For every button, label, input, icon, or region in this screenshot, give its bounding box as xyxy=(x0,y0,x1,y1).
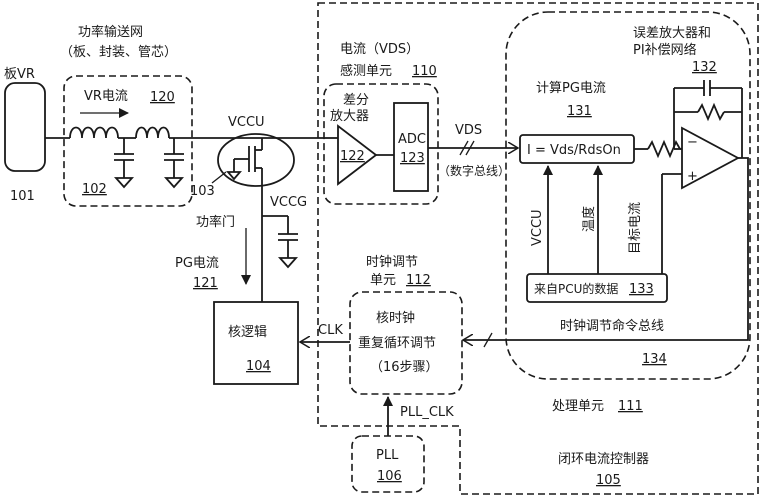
vds-label: VDS xyxy=(455,123,482,138)
pdn-number: 102 xyxy=(82,182,107,197)
inductor-icon xyxy=(69,126,119,139)
plus-sign: + xyxy=(687,169,698,184)
power-gate-label: 功率门 xyxy=(196,214,235,230)
power-gate-circle xyxy=(217,133,295,187)
diff-amp-label-line1: 差分 xyxy=(343,93,369,108)
resistor-icon xyxy=(647,139,681,159)
core-logic-block xyxy=(213,301,299,385)
board-vr-box xyxy=(4,82,46,172)
core-clock-line3: （16步骤） xyxy=(370,360,439,375)
pll-number: 106 xyxy=(377,469,402,484)
processing-unit-number: 111 xyxy=(618,399,643,414)
pdn-dashed-box xyxy=(63,75,193,207)
minus-sign: − xyxy=(687,135,698,150)
decoupling-capacitor-icon xyxy=(163,138,185,189)
temperature-label: 温度 xyxy=(581,206,597,232)
pcu-data-block xyxy=(526,273,668,303)
clock-command-bus xyxy=(463,157,749,340)
diff-amplifier-icon xyxy=(337,124,378,186)
clock-unit-title-line1: 时钟调节 xyxy=(366,254,418,270)
error-amp-number: 132 xyxy=(692,60,717,75)
vr-current-label: VR电流 xyxy=(84,89,128,104)
error-amp-title-line1: 误差放大器和 xyxy=(633,26,711,41)
clock-command-bus-number: 134 xyxy=(642,352,667,367)
vccu-vertical-label: VCCU xyxy=(530,209,545,246)
decoupling-capacitor-icon xyxy=(262,215,299,269)
decoupling-capacitor-icon xyxy=(113,138,135,189)
processing-unit-label: 处理单元 xyxy=(552,399,604,414)
pcu-data-number: 133 xyxy=(629,282,654,297)
vccg-label: VCCG xyxy=(270,195,307,210)
pi-compensation-network-icon xyxy=(673,80,743,159)
target-current-label: 目标电流 xyxy=(628,202,643,254)
pll-dashed-box xyxy=(351,435,425,493)
sense-unit-title-line2: 感测单元 xyxy=(340,63,392,79)
power-gate-leader xyxy=(211,171,227,184)
formula-label: I = Vds/RdsOn xyxy=(527,143,621,158)
diff-amp-number: 122 xyxy=(340,149,365,164)
sense-unit-title-line1: 电流（VDS） xyxy=(340,42,419,57)
diff-amp-label-line2: 放大器 xyxy=(330,109,369,124)
bus-slash-icon xyxy=(465,140,475,156)
controller-label: 闭环电流控制器 xyxy=(558,452,649,467)
pll-clk-label: PLL_CLK xyxy=(400,405,454,420)
clock-unit-number: 112 xyxy=(406,273,431,288)
pg-current-number: 121 xyxy=(193,276,218,291)
vccu-label: VCCU xyxy=(228,115,265,130)
pg-current-label: PG电流 xyxy=(175,256,219,271)
sense-unit-number: 110 xyxy=(412,64,437,79)
vr-current-number: 120 xyxy=(150,90,175,105)
digital-bus-label: （数字总线） xyxy=(438,163,510,178)
closed-loop-controller-boundary xyxy=(317,2,759,495)
power-gate-number: 103 xyxy=(190,184,215,199)
pdn-title-line1: 功率输送网 xyxy=(78,24,143,40)
board-vr-label: 板VR xyxy=(4,67,35,82)
clock-unit-dashed-box xyxy=(349,291,463,395)
controller-number: 105 xyxy=(596,473,621,488)
inductor-icon xyxy=(135,126,170,139)
bus-slash-icon xyxy=(483,332,493,348)
core-clock-line1: 核时钟 xyxy=(376,310,415,326)
bus-slash-icon xyxy=(459,140,469,156)
pll-label: PLL xyxy=(376,448,399,463)
core-clock-line2: 重复循环调节 xyxy=(358,335,436,351)
calc-number: 131 xyxy=(567,104,592,119)
clock-unit-title-line2: 单元 xyxy=(370,273,396,288)
core-logic-label: 核逻辑 xyxy=(228,325,267,340)
calc-pg-current-label: 计算PG电流 xyxy=(536,81,606,96)
adc-label: ADC xyxy=(398,132,426,147)
processing-unit-dashed-box xyxy=(505,11,751,380)
clk-label: CLK xyxy=(318,323,343,338)
adc-block xyxy=(393,102,429,192)
error-amplifier-icon xyxy=(681,126,740,190)
core-logic-number: 104 xyxy=(246,359,271,374)
power-gate-transistor-icon xyxy=(226,138,263,186)
board-vr-number: 101 xyxy=(10,189,35,204)
error-amp-title-line2: PI补偿网络 xyxy=(633,42,697,58)
clock-command-bus-label: 时钟调节命令总线 xyxy=(560,318,664,334)
sense-unit-dashed-box xyxy=(323,83,439,205)
pdn-title-line2: （板、封装、管芯） xyxy=(60,45,177,60)
pcu-data-label: 来自PCU的数据 xyxy=(534,281,618,296)
adc-number: 123 xyxy=(400,151,425,166)
